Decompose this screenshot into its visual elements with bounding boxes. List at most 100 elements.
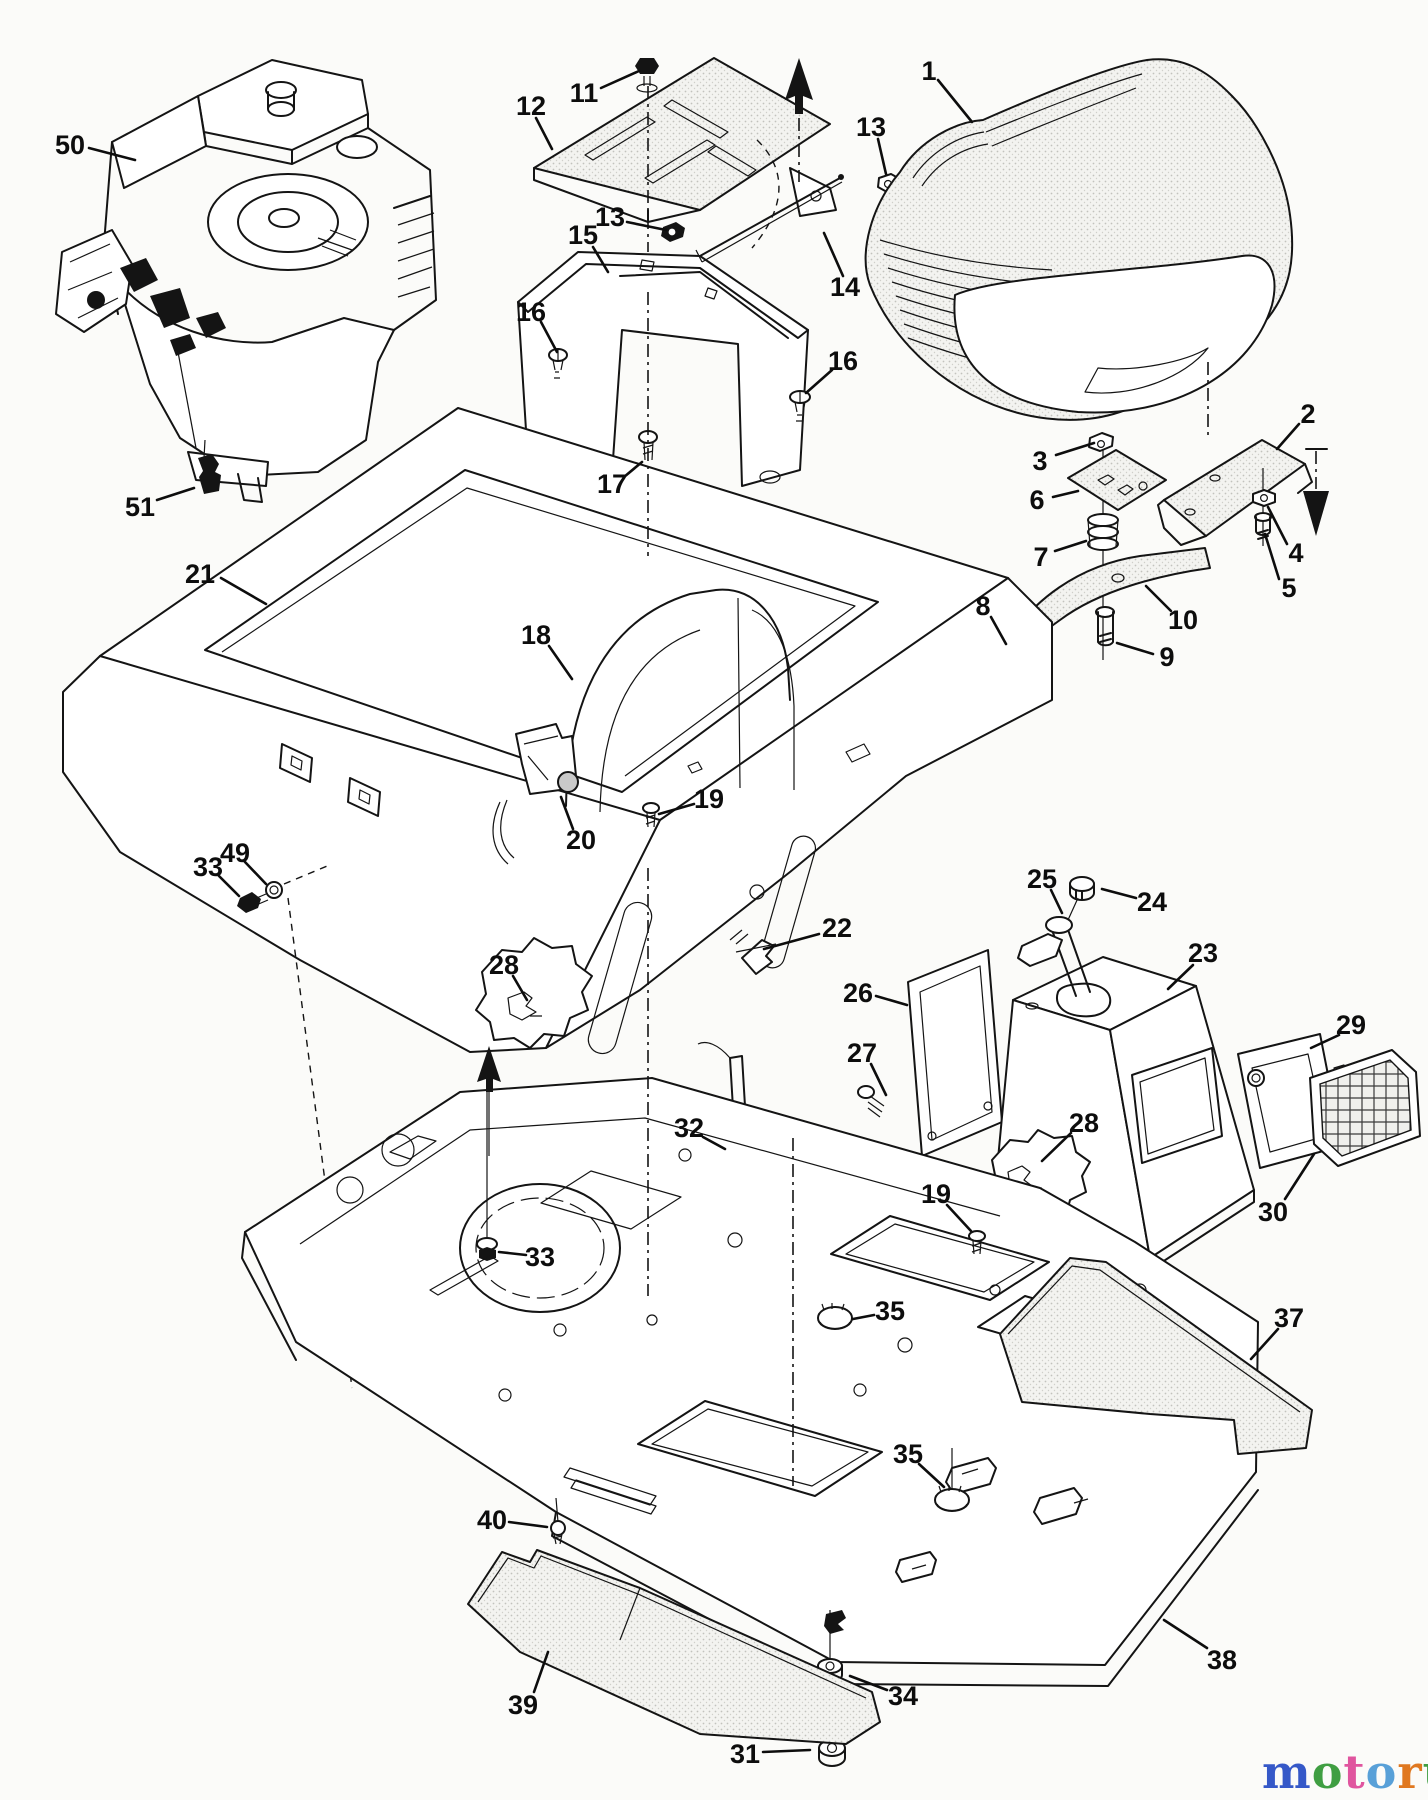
side-panel-drawing: [697, 949, 1003, 1213]
callout-38: 38: [1207, 1645, 1237, 1675]
callout-5: 5: [1281, 573, 1296, 603]
logo-letter: o: [1366, 1745, 1398, 1799]
callout-leader-13: [876, 137, 888, 176]
callout-leader-10: [1144, 584, 1173, 613]
callout-30: 30: [1258, 1197, 1288, 1227]
footrest-pads-drawing: [467, 1257, 1313, 1745]
callout-6: 6: [1029, 485, 1044, 515]
callout-35: 35: [893, 1439, 923, 1469]
callout-leader-31: [761, 1748, 812, 1754]
callout-50: 50: [55, 130, 85, 160]
callout-1: 1: [921, 56, 936, 86]
lift-rod-drawing: [695, 139, 901, 263]
callout-34: 34: [888, 1681, 918, 1711]
callout-13: 13: [856, 112, 886, 142]
callout-49: 49: [220, 838, 250, 868]
callout-12: 12: [516, 91, 546, 121]
callout-leader-9: [1115, 641, 1155, 656]
callout-15: 15: [568, 220, 598, 250]
callout-leader-16: [804, 368, 834, 395]
callout-leader-5: [1263, 532, 1281, 581]
callout-leader-6: [1051, 489, 1080, 499]
callout-28: 28: [1069, 1108, 1099, 1138]
callout-16: 16: [516, 297, 546, 327]
seat-drawing: [864, 58, 1294, 421]
callout-leader-1: [936, 78, 974, 124]
callout-11: 11: [570, 78, 599, 108]
chassis-body-drawing: [62, 407, 1053, 1389]
callout-leader-24: [1100, 887, 1138, 900]
callout-leader-20: [559, 795, 575, 831]
callout-leader-28: [511, 974, 529, 1002]
callout-leader-39: [532, 1650, 550, 1694]
seat-bracket-drawing: [1157, 362, 1329, 546]
callout-leader-3: [1054, 441, 1096, 457]
logo-letter: o: [1312, 1745, 1344, 1799]
callout-14: 14: [830, 272, 860, 302]
engine-drawing: [55, 59, 437, 503]
logo-letter: u: [1423, 1745, 1428, 1799]
callout-leader-22: [762, 932, 821, 951]
callout-leader-2: [1275, 422, 1301, 451]
callout-leader-29: [1309, 1033, 1341, 1050]
callout-leader-35: [917, 1462, 946, 1489]
callout-33: 33: [525, 1242, 555, 1272]
callout-22: 22: [822, 913, 852, 943]
callout-leader-28: [1040, 1131, 1073, 1163]
callout-leader-34: [848, 1674, 889, 1692]
callout-leader-33: [497, 1250, 528, 1257]
callout-19: 19: [921, 1179, 951, 1209]
callout-10: 10: [1168, 605, 1198, 635]
callout-leader-4: [1266, 505, 1289, 546]
callout-leader-15: [591, 245, 610, 274]
callout-leader-40: [507, 1520, 549, 1529]
callout-leader-18: [547, 644, 574, 681]
callout-labels: 1234567891011121313141516161718191920212…: [55, 56, 1366, 1769]
lower-frame-drawing: [241, 1077, 1259, 1767]
callout-leader-14: [822, 231, 845, 278]
callout-37: 37: [1274, 1303, 1304, 1333]
callout-leader-35: [851, 1313, 876, 1321]
callout-8: 8: [975, 591, 990, 621]
callout-2: 2: [1300, 399, 1315, 429]
callout-39: 39: [508, 1690, 538, 1720]
logo-letter: t: [1343, 1745, 1365, 1799]
callout-leader-16: [539, 320, 559, 354]
callout-leader-13: [625, 220, 668, 232]
callout-28: 28: [489, 950, 519, 980]
callout-31: 31: [730, 1739, 760, 1769]
callout-29: 29: [1336, 1010, 1366, 1040]
callout-21: 21: [185, 559, 215, 589]
callout-leader-32: [701, 1135, 727, 1151]
logo-letter: m: [1262, 1745, 1312, 1799]
callout-leader-23: [1166, 963, 1195, 991]
callout-leader-21: [219, 576, 268, 606]
callout-23: 23: [1188, 938, 1218, 968]
callout-32: 32: [674, 1113, 704, 1143]
callout-4: 4: [1288, 538, 1303, 568]
callout-33: 33: [193, 852, 223, 882]
callout-leader-11: [599, 69, 641, 90]
logo-letter: r: [1397, 1745, 1422, 1799]
callout-51: 51: [125, 492, 155, 522]
callout-leader-51: [155, 486, 196, 502]
engine-mount-bolt-51: [198, 439, 221, 494]
callout-9: 9: [1159, 642, 1174, 672]
callout-27: 27: [847, 1038, 877, 1068]
callout-3: 3: [1032, 446, 1047, 476]
callout-leader-27: [869, 1062, 888, 1097]
callout-leader-25: [1049, 888, 1064, 915]
callout-18: 18: [521, 620, 551, 650]
callout-leader-30: [1283, 1152, 1316, 1201]
callout-25: 25: [1027, 864, 1057, 894]
callout-leader-49: [243, 860, 268, 886]
callout-40: 40: [477, 1505, 507, 1535]
callout-leader-7: [1053, 539, 1088, 553]
callout-leader-50: [87, 146, 137, 162]
callout-13: 13: [595, 202, 625, 232]
callout-leader-19: [657, 802, 696, 816]
callout-17: 17: [597, 469, 627, 499]
projection-lines: [477, 58, 813, 1486]
